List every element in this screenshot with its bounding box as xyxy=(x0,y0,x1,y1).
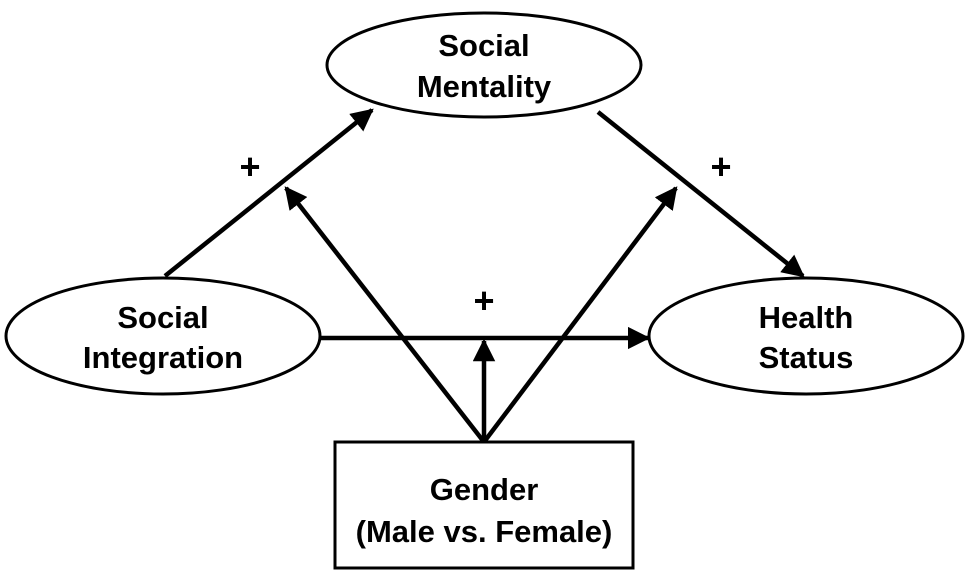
node-gender-line2: (Male vs. Female) xyxy=(356,514,613,549)
node-social-integration-line1: Social xyxy=(117,300,208,335)
node-social-mentality: Social Mentality xyxy=(325,11,643,119)
sign-integration-to-mentality: + xyxy=(239,146,260,187)
node-social-mentality-line1: Social xyxy=(438,28,529,63)
sign-integration-to-health: + xyxy=(473,280,494,321)
node-gender-line1: Gender xyxy=(430,472,539,507)
sign-mentality-to-health: + xyxy=(710,146,731,187)
arrow-gender-moderates-first-path xyxy=(284,186,486,444)
arrow-gender-moderates-second-path xyxy=(482,186,678,444)
node-health-status-line2: Status xyxy=(759,340,854,375)
node-social-integration: Social Integration xyxy=(4,276,322,396)
arrow-integration-to-mentality xyxy=(163,108,374,278)
node-gender: Gender (Male vs. Female) xyxy=(333,440,635,570)
node-social-mentality-line2: Mentality xyxy=(417,69,552,104)
node-social-integration-line2: Integration xyxy=(83,340,243,375)
node-health-status: Health Status xyxy=(647,276,965,396)
node-health-status-line1: Health xyxy=(759,300,854,335)
arrow-mentality-to-health xyxy=(596,110,805,278)
